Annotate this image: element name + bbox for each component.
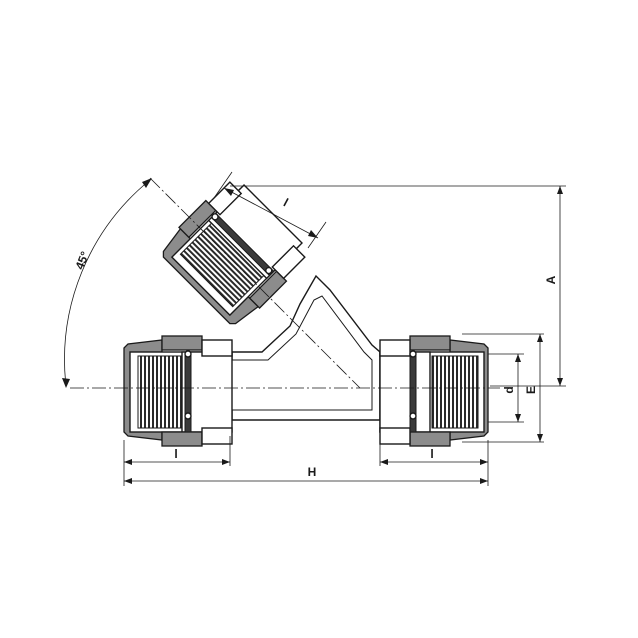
left-length-label: l [174, 447, 177, 461]
overall-length-dimension: H [124, 465, 488, 484]
branch-length-label: l [281, 196, 291, 210]
branch-fitting [162, 181, 306, 325]
branch-length-dimension: l [213, 171, 327, 249]
angle-label: 45° [72, 249, 92, 271]
outer-diameter-label: E [524, 386, 538, 394]
right-length-label: l [430, 447, 433, 461]
angle-dimension: 45° [62, 178, 152, 388]
outer-diameter-dimension: E [462, 333, 544, 443]
height-label: A [544, 275, 558, 284]
inner-diameter-dimension: d [488, 353, 524, 423]
overall-length-label: H [308, 465, 317, 479]
left-length-dimension: l [123, 436, 231, 486]
branch-centerline [149, 177, 361, 389]
left-fitting [123, 335, 233, 447]
height-dimension: A [230, 185, 566, 387]
right-fitting [379, 335, 489, 447]
right-length-dimension: l [379, 436, 489, 486]
tee-body [231, 274, 381, 421]
inner-diameter-label: d [502, 386, 516, 393]
